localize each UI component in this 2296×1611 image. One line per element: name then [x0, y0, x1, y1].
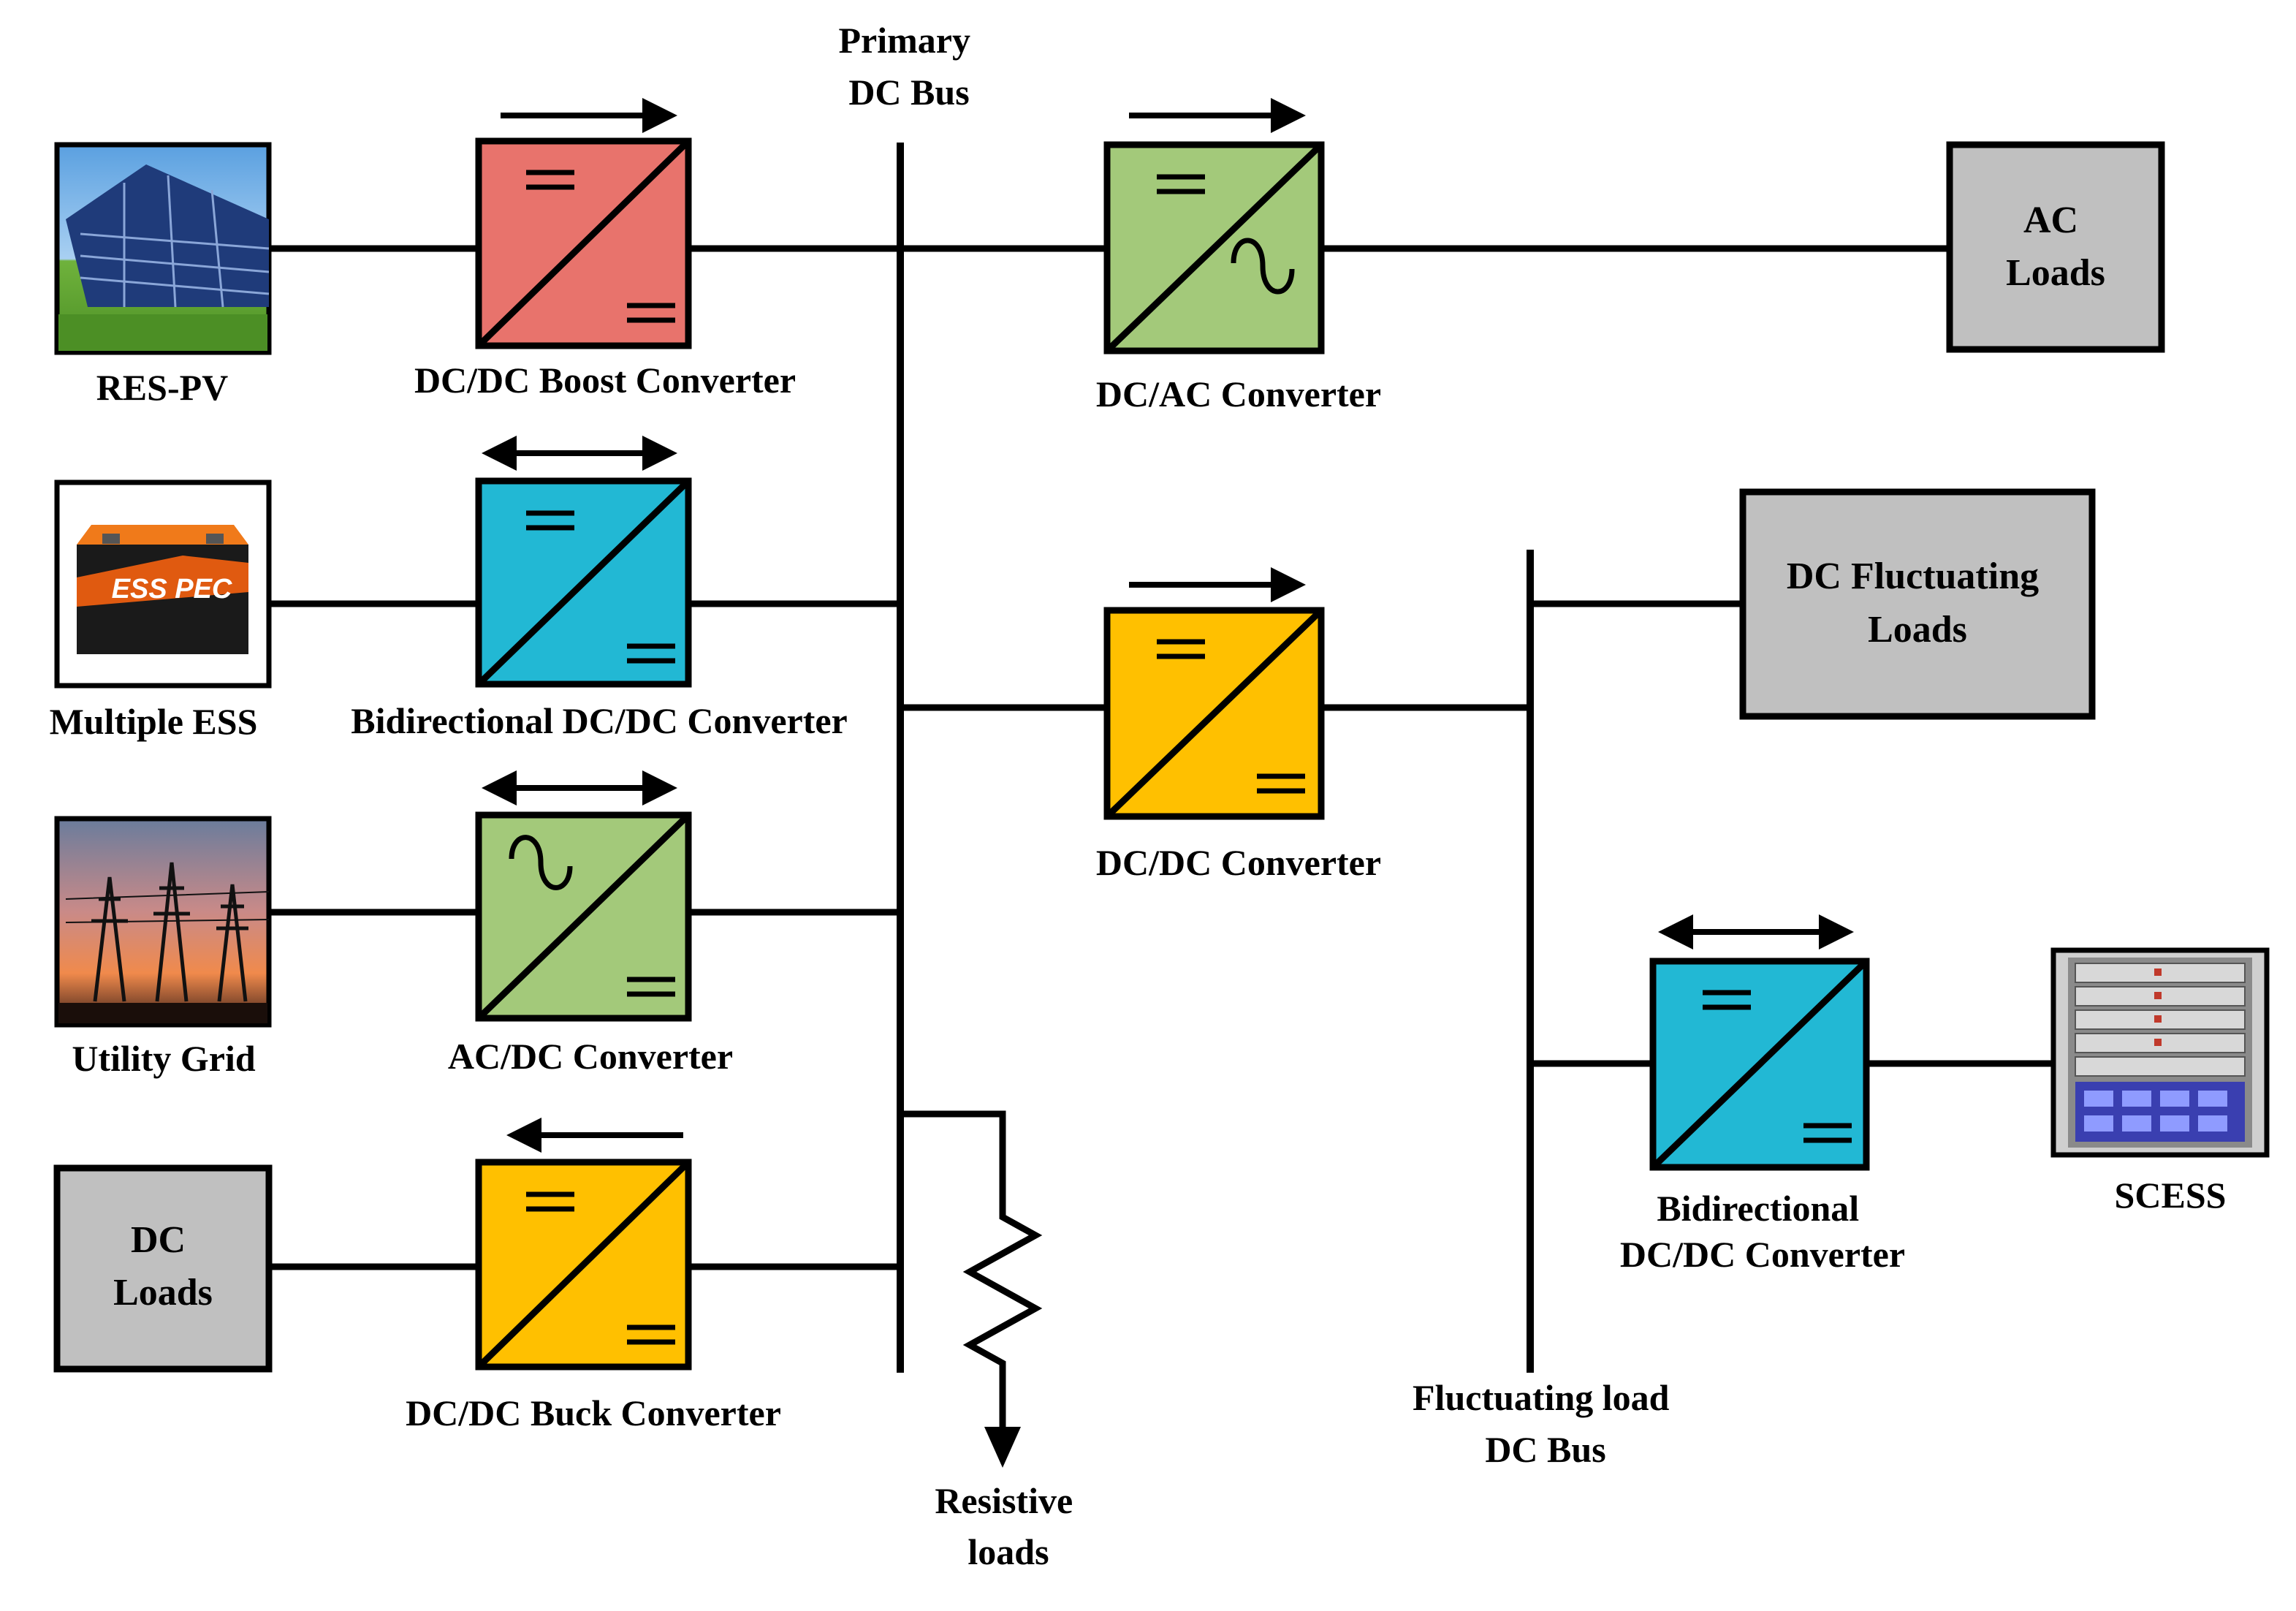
solar-panel-image	[54, 142, 272, 355]
res-pv-label: RES-PV	[96, 367, 229, 408]
primary-bus-label: Primary DC Bus	[839, 20, 980, 113]
dc-dc-converter-label: DC/DC Converter	[1096, 842, 1381, 883]
connection-wires	[270, 245, 2053, 1270]
ac-loads-label: AC Loads	[2006, 200, 2105, 294]
dc-symbol-top	[1703, 990, 1751, 1010]
resistive-load	[900, 1110, 1043, 1468]
bidirectional-scess-converter-label: Bidirectional DC/DC Converter	[1620, 1188, 1905, 1275]
dc-symbol-top	[526, 1191, 574, 1212]
boost-converter-label: DC/DC Boost Converter	[414, 360, 796, 401]
dc-ac-converter-label: DC/AC Converter	[1096, 374, 1381, 414]
ac-symbol	[1231, 238, 1295, 295]
dc-symbol-bottom	[1257, 773, 1305, 794]
dc-loads-label: DC Loads	[113, 1219, 213, 1314]
multiple-ess-label: Multiple ESS	[50, 701, 258, 742]
dc-dc-converter	[1103, 567, 1325, 820]
ac-dc-converter-label: AC/DC Converter	[448, 1036, 733, 1077]
ac-symbol	[509, 835, 573, 890]
dc-symbol-top	[526, 510, 574, 531]
scess-label: SCESS	[2115, 1175, 2227, 1216]
dc-loads-box: DC Loads	[53, 1164, 273, 1373]
dc-symbol-top	[526, 170, 574, 190]
dc-fluctuating-loads-box: DC Fluctuating Loads	[1739, 488, 2096, 720]
bidirectional-dc-dc-converter-ess	[475, 436, 692, 688]
dc-fluctuating-loads-label: DC Fluctuating Loads	[1787, 556, 2048, 651]
dc-symbol-top	[1157, 639, 1205, 659]
utility-grid-image	[54, 816, 272, 1028]
dc-symbol-bottom	[627, 1324, 675, 1345]
dc-ac-converter	[1103, 98, 1325, 355]
dc-symbol-top	[1157, 174, 1205, 194]
ac-dc-converter	[475, 770, 692, 1022]
battery-brand-text: ESS PEC	[112, 574, 232, 604]
ac-loads-box: AC Loads	[1946, 141, 2165, 353]
dc-symbol-bottom	[1803, 1123, 1852, 1143]
utility-grid-label: Utility Grid	[72, 1038, 256, 1079]
scess-cabinet-image	[2050, 947, 2270, 1158]
battery-image: ESS PEC	[54, 479, 272, 689]
dc-symbol-bottom	[627, 977, 675, 997]
bidirectional-dc-dc-converter-scess	[1649, 914, 1870, 1171]
fluctuating-bus-label: Fluctuating load DC Bus	[1413, 1377, 1679, 1470]
buck-converter-label: DC/DC Buck Converter	[406, 1392, 781, 1433]
resistive-loads-label: Resistive loads	[935, 1480, 1082, 1572]
dc-symbol-bottom	[627, 643, 675, 664]
dc-dc-buck-converter	[475, 1118, 692, 1371]
resistive-load-arrowhead	[984, 1427, 1021, 1468]
dc-dc-boost-converter	[475, 98, 692, 349]
bidirectional-ess-converter-label: Bidirectional DC/DC Converter	[351, 700, 848, 741]
dc-symbol-bottom	[627, 303, 675, 323]
